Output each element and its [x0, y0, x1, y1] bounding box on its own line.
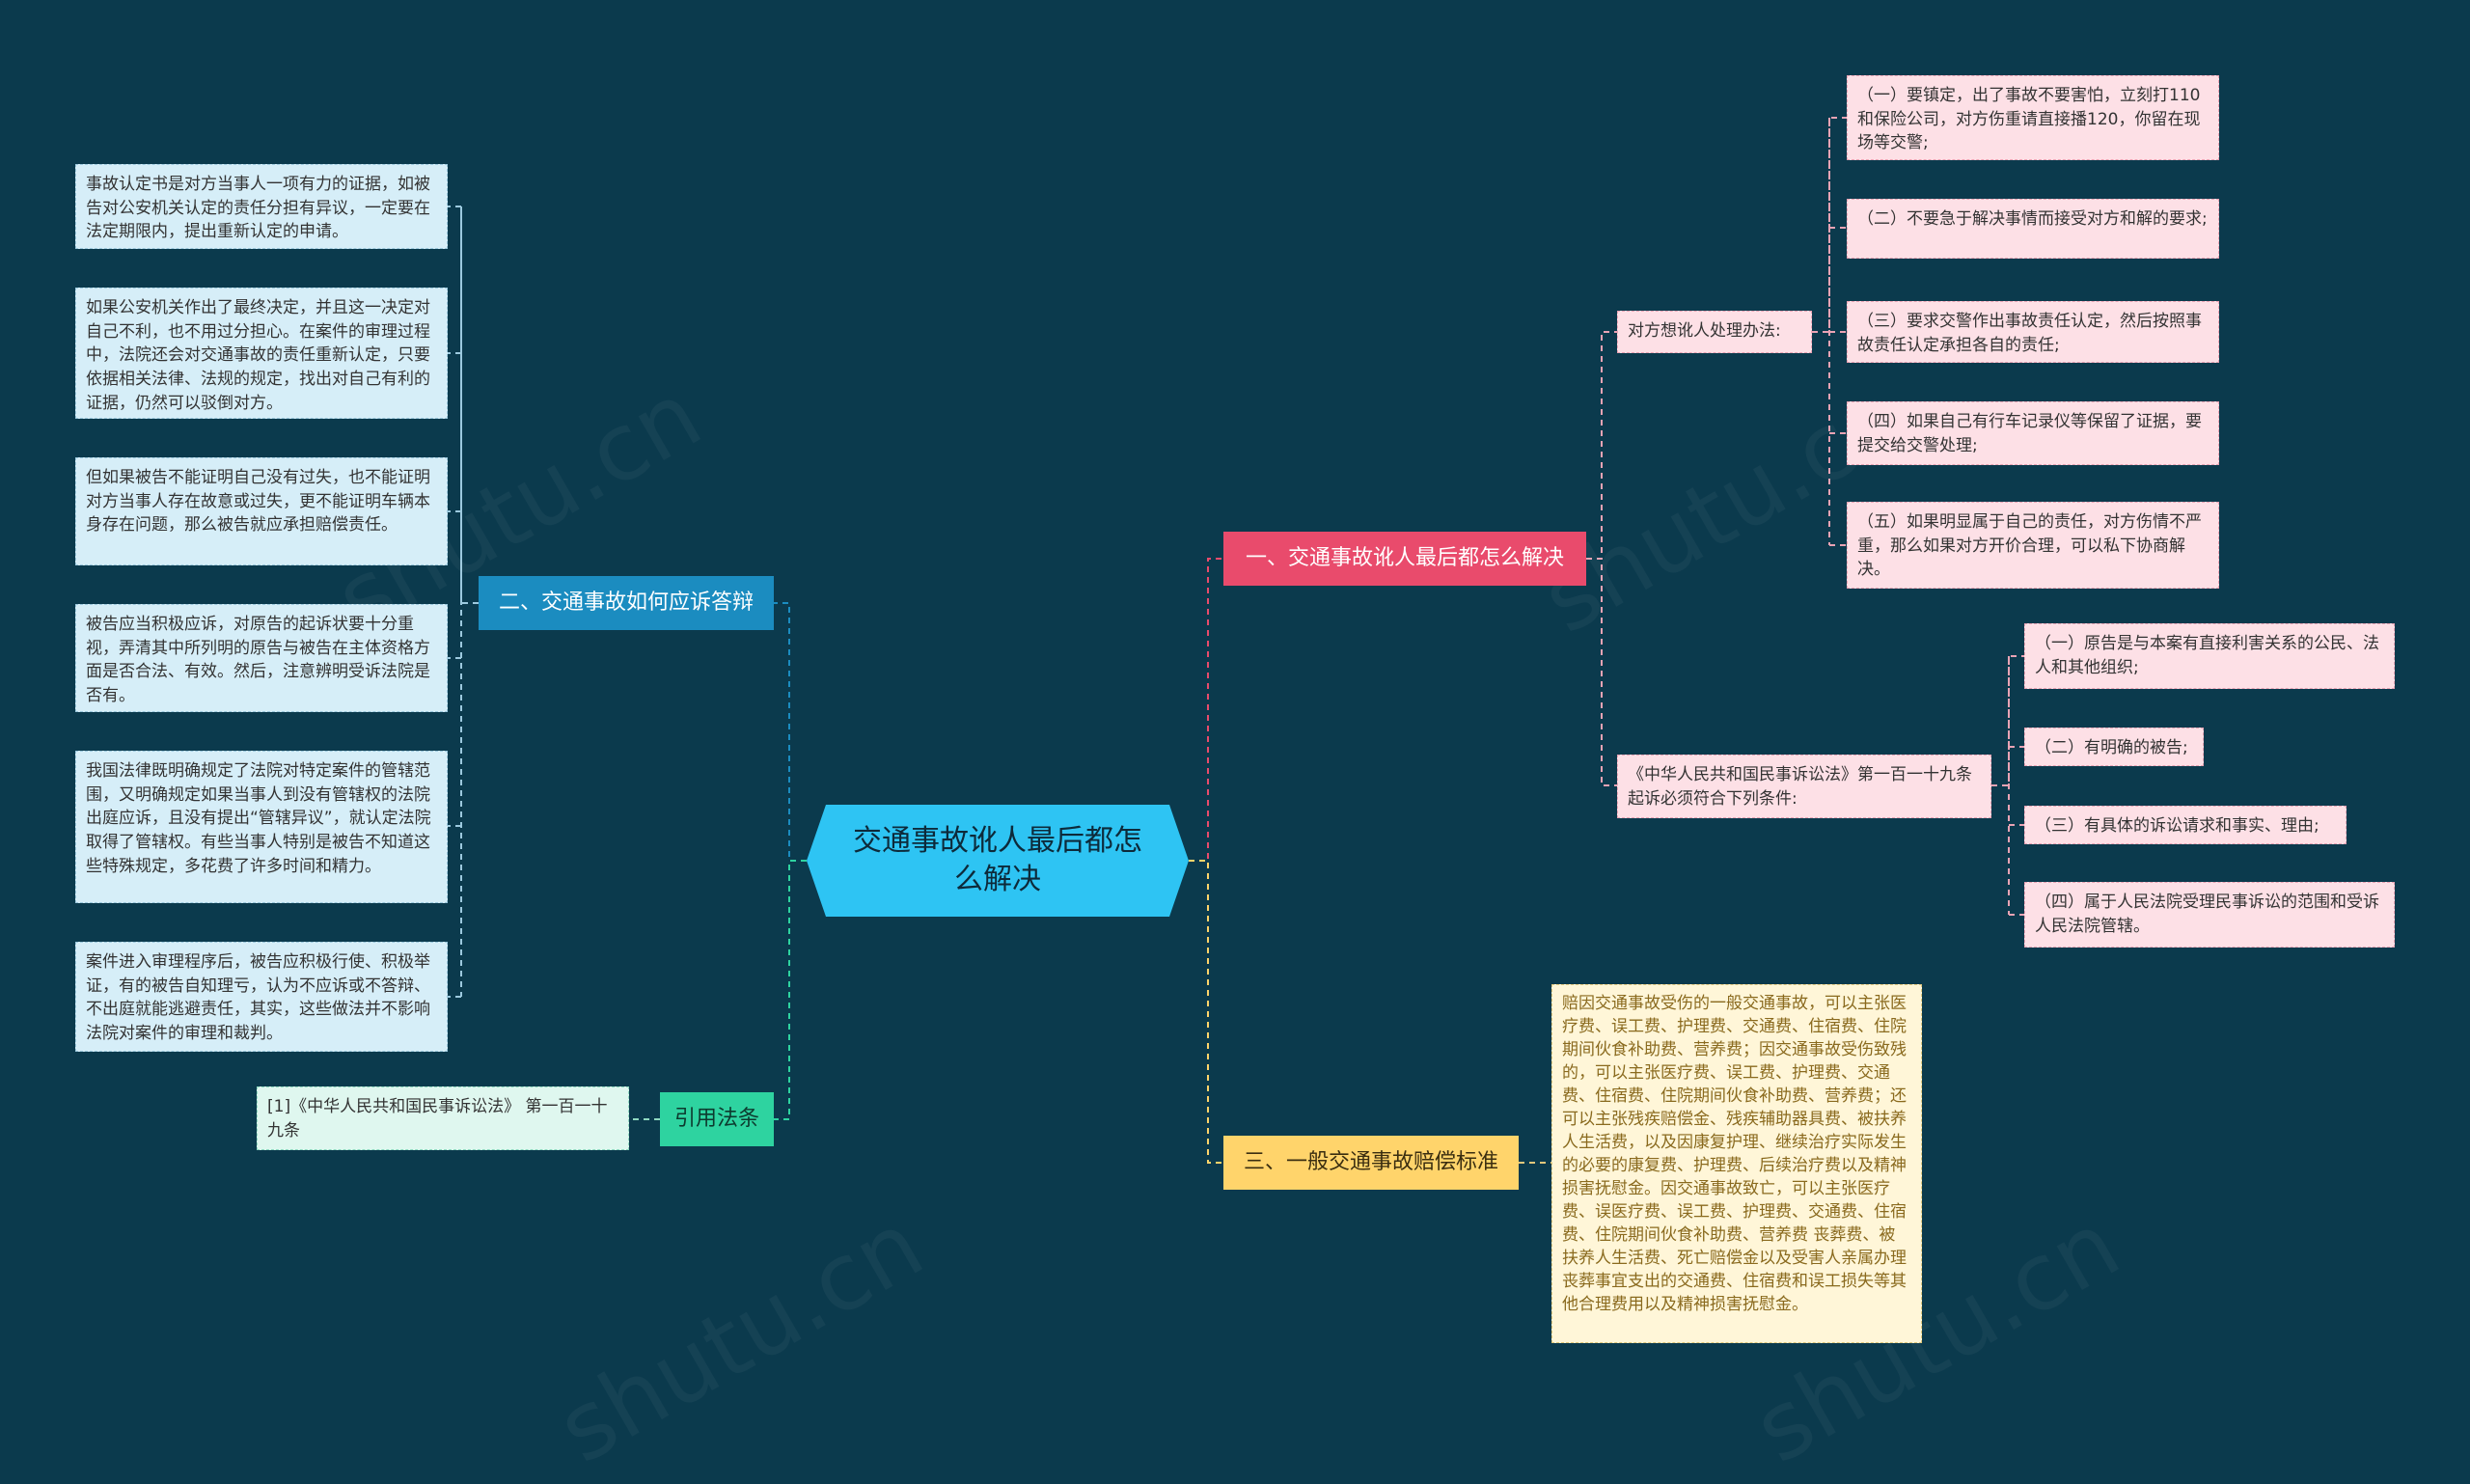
leaf-node[interactable]: 我国法律既明确规定了法院对特定案件的管辖范围，又明确规定如果当事人到没有管辖权的…: [75, 751, 448, 903]
leaf-text: [1]《中华人民共和国民事诉讼法》 第一百一十九条: [267, 1097, 608, 1140]
sub-node-title: 对方想讹人处理办法:: [1628, 321, 1781, 341]
sub-node-title: 《中华人民共和国民事诉讼法》第一百一十九条 起诉必须符合下列条件:: [1628, 765, 1972, 809]
compensation-text-node[interactable]: 赔因交通事故受伤的一般交通事故，可以主张医疗费、误工费、护理费、交通费、住宿费、…: [1551, 984, 1922, 1343]
link-sub2-items: [1991, 655, 2024, 916]
leaf-node[interactable]: （五）如果明显属于自己的责任，对方伤情不严重，那么如果对方开价合理，可以私下协商…: [1847, 502, 2219, 589]
leaf-node[interactable]: [1]《中华人民共和国民事诉讼法》 第一百一十九条: [257, 1086, 629, 1150]
leaf-node[interactable]: （二）有明确的被告;: [2024, 728, 2204, 766]
leaf-text: （三）要求交警作出事故责任认定，然后按照事故责任认定承担各自的责任;: [1857, 312, 2202, 355]
sub-node-civil-procedure-law[interactable]: 《中华人民共和国民事诉讼法》第一百一十九条 起诉必须符合下列条件:: [1617, 755, 1991, 818]
leaf-node[interactable]: 案件进入审理程序后，被告应积极行使、积极举证，有的被告自知理亏，认为不应诉或不答…: [75, 942, 448, 1052]
leaf-text: （四）属于人民法院受理民事诉讼的范围和受诉人民法院管辖。: [2035, 893, 2379, 936]
leaf-text: 事故认定书是对方当事人一项有力的证据，如被告对公安机关认定的责任分担有异议，一定…: [86, 175, 430, 242]
leaf-node[interactable]: （三）要求交警作出事故责任认定，然后按照事故责任认定承担各自的责任;: [1847, 301, 2219, 363]
branch-title: 一、交通事故讹人最后都怎么解决: [1245, 546, 1564, 571]
leaf-text: （四）如果自己有行车记录仪等保留了证据，要提交给交警处理;: [1857, 412, 2202, 455]
branch-how-to-resolve[interactable]: 一、交通事故讹人最后都怎么解决: [1223, 532, 1586, 586]
leaf-node[interactable]: 如果公安机关作出了最终决定，并且这一决定对自己不利，也不用过分担心。在案件的审理…: [75, 288, 448, 419]
leaf-text: （三）有具体的诉讼请求和事实、理由;: [2035, 816, 2319, 836]
leaf-text: 但如果被告不能证明自己没有过失，也不能证明对方当事人存在故意或过失，更不能证明车…: [86, 468, 430, 536]
leaf-node[interactable]: 事故认定书是对方当事人一项有力的证据，如被告对公安机关认定的责任分担有异议，一定…: [75, 164, 448, 249]
branch-title: 引用法条: [673, 1107, 759, 1132]
leaf-text: 如果公安机关作出了最终决定，并且这一决定对自己不利，也不用过分担心。在案件的审理…: [86, 298, 430, 413]
leaf-node[interactable]: 但如果被告不能证明自己没有过失，也不能证明对方当事人存在故意或过失，更不能证明车…: [75, 457, 448, 565]
branch-how-to-respond[interactable]: 二、交通事故如何应诉答辩: [479, 576, 774, 630]
leaf-node[interactable]: （四）如果自己有行车记录仪等保留了证据，要提交给交警处理;: [1847, 401, 2219, 465]
link-root-branch3: [1189, 860, 1223, 1164]
root-node[interactable]: 交通事故讹人最后都怎么解决: [807, 805, 1189, 917]
link-root-branch4: [774, 860, 807, 1120]
leaf-node[interactable]: 被告应当积极应诉，对原告的起诉状要十分重视，弄清其中所列明的原告与被告在主体资格…: [75, 604, 448, 712]
leaf-node[interactable]: （三）有具体的诉讼请求和事实、理由;: [2024, 806, 2346, 844]
leaf-node[interactable]: （一）原告是与本案有直接利害关系的公民、法人和其他组织;: [2024, 623, 2395, 689]
leaf-text: （二）不要急于解决事情而接受对方和解的要求;: [1857, 209, 2208, 229]
leaf-node[interactable]: （一）要镇定，出了事故不要害怕，立刻打110和保险公司，对方伤重请直接播120，…: [1847, 75, 2219, 160]
watermark: shutu.cn: [540, 1191, 941, 1484]
leaf-text: （一）要镇定，出了事故不要害怕，立刻打110和保险公司，对方伤重请直接播120，…: [1857, 86, 2201, 153]
leaf-text: 我国法律既明确规定了法院对特定案件的管辖范围，又明确规定如果当事人到没有管辖权的…: [86, 761, 431, 876]
leaf-text: 被告应当积极应诉，对原告的起诉状要十分重视，弄清其中所列明的原告与被告在主体资格…: [86, 615, 430, 705]
branch-compensation-standards[interactable]: 三、一般交通事故赔偿标准: [1223, 1136, 1519, 1190]
link-root-branch2: [774, 602, 807, 862]
root-title: 交通事故讹人最后都怎么解决: [853, 823, 1142, 896]
leaf-text: 赔因交通事故受伤的一般交通事故，可以主张医疗费、误工费、护理费、交通费、住宿费、…: [1562, 994, 1907, 1314]
leaf-text: （二）有明确的被告;: [2035, 738, 2188, 757]
link-root-branch1: [1189, 558, 1223, 862]
branch-title: 二、交通事故如何应诉答辩: [498, 591, 754, 616]
leaf-node[interactable]: （四）属于人民法院受理民事诉讼的范围和受诉人民法院管辖。: [2024, 882, 2395, 948]
leaf-text: （一）原告是与本案有直接利害关系的公民、法人和其他组织;: [2035, 634, 2379, 677]
leaf-node[interactable]: （二）不要急于解决事情而接受对方和解的要求;: [1847, 199, 2219, 259]
leaf-text: （五）如果明显属于自己的责任，对方伤情不严重，那么如果对方开价合理，可以私下协商…: [1857, 512, 2202, 580]
sub-node-handling-methods[interactable]: 对方想讹人处理办法:: [1617, 311, 1812, 353]
branch-title: 三、一般交通事故赔偿标准: [1243, 1150, 1498, 1175]
leaf-text: 案件进入审理程序后，被告应积极行使、积极举证，有的被告自知理亏，认为不应诉或不答…: [86, 952, 430, 1043]
branch-cited-law[interactable]: 引用法条: [660, 1092, 774, 1146]
mind-map-canvas: shutu.cn shutu.cn shutu.cn shutu.cn 交通事故…: [75, 75, 2395, 1484]
